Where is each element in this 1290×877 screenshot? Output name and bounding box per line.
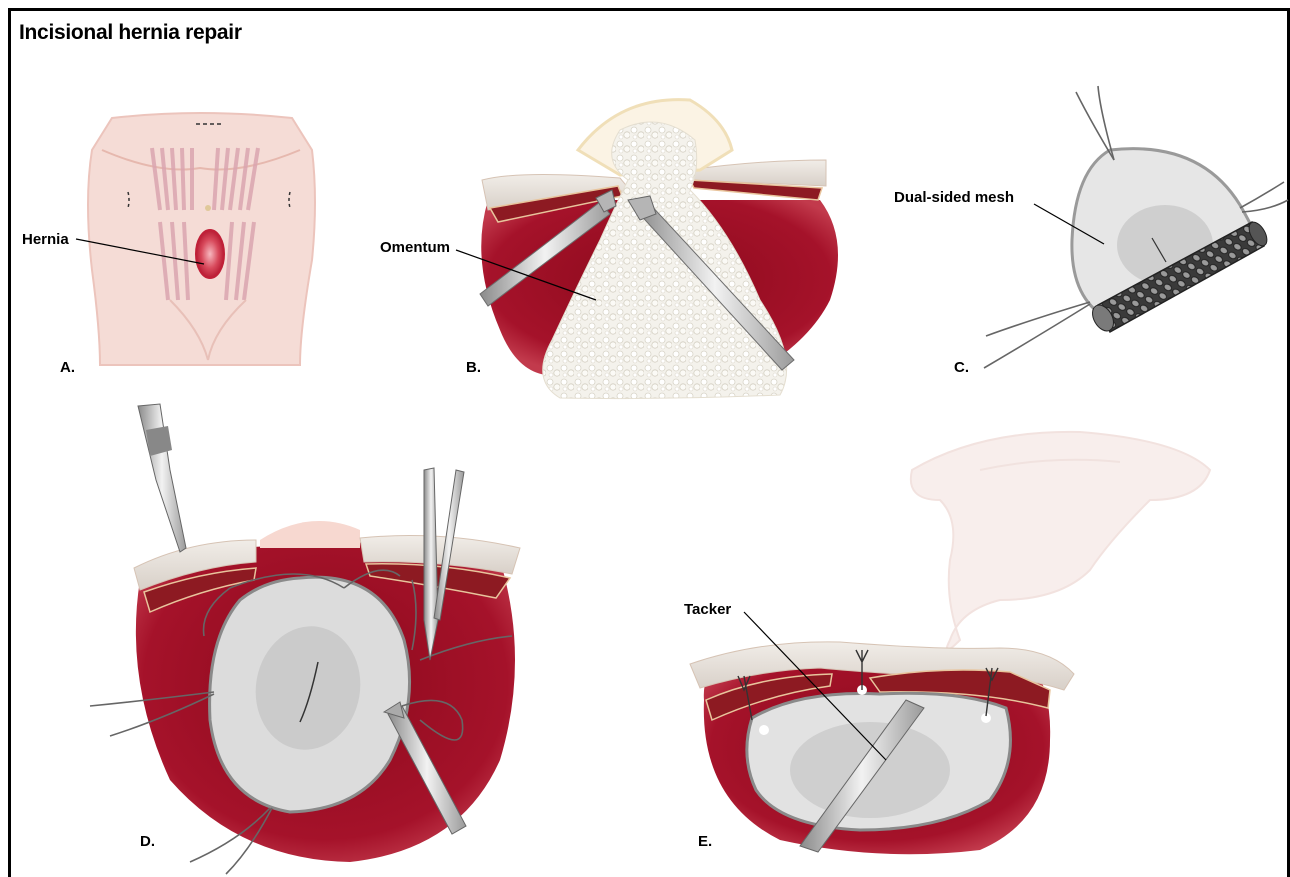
panel-e-hand [911, 432, 1210, 650]
panel-d-mesh [210, 577, 410, 812]
panel-e-letter: E. [698, 833, 712, 850]
hernia-bulge [196, 230, 224, 278]
panel-d-letter: D. [140, 833, 155, 850]
omentum-label: Omentum [380, 239, 450, 256]
dual-sided-mesh [1072, 149, 1271, 335]
hernia-label: Hernia [22, 231, 69, 248]
scalpel-instrument [138, 404, 186, 552]
panel-a-letter: A. [60, 359, 75, 376]
panel-b-letter: B. [466, 359, 481, 376]
tacker-label: Tacker [684, 601, 731, 618]
dual-sided-mesh-label: Dual-sided mesh [894, 189, 1014, 206]
panel-c-letter: C. [954, 359, 969, 376]
